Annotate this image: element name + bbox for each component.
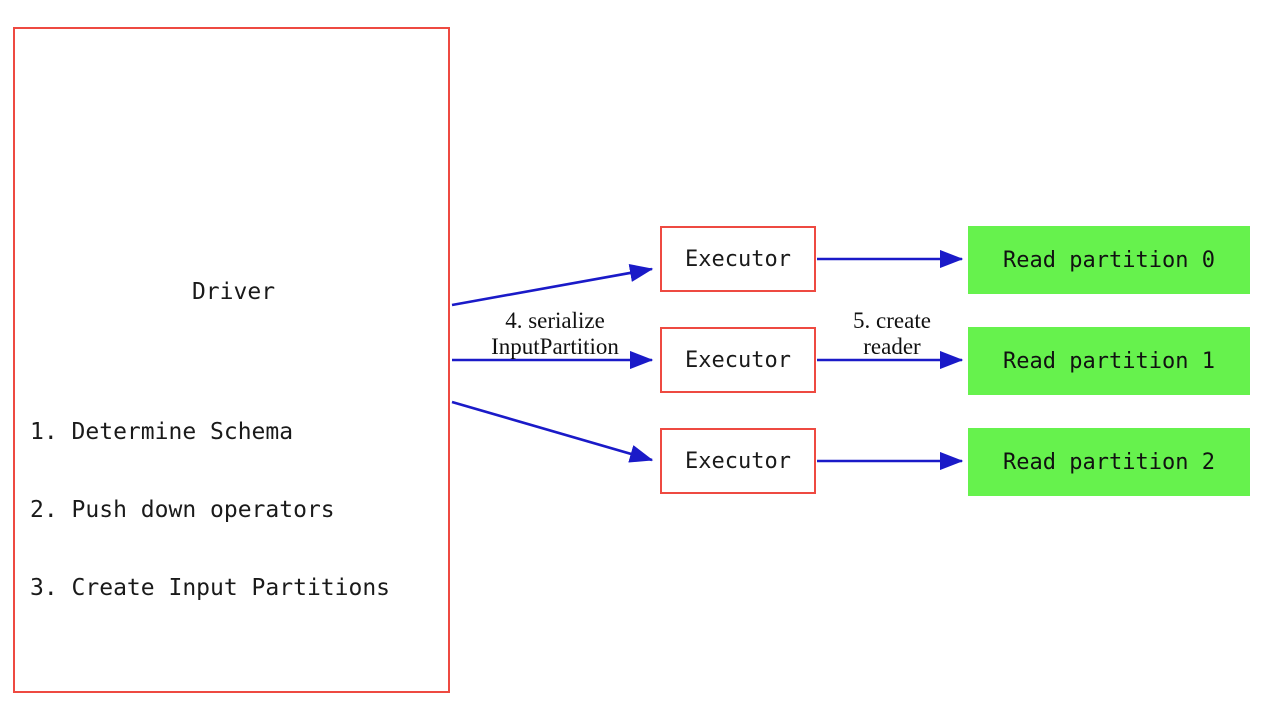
driver-step-2: 2. Push down operators (30, 497, 335, 523)
edge-label-serialize-line-2: InputPartition (491, 334, 619, 359)
edge-label-serialize: 4. serialize InputPartition (460, 308, 650, 360)
executor-label-0: Executor (685, 246, 791, 272)
partition-box-0[interactable]: Read partition 0 (968, 226, 1250, 294)
arrow-driver-to-executor-0 (451, 263, 654, 307)
executor-box-2[interactable]: Executor (660, 428, 816, 494)
edge-label-create-reader-line-2: reader (863, 334, 921, 359)
partition-box-1[interactable]: Read partition 1 (968, 327, 1250, 395)
partition-label-2: Read partition 2 (1003, 449, 1215, 475)
executor-box-1[interactable]: Executor (660, 327, 816, 393)
partition-label-0: Read partition 0 (1003, 247, 1215, 273)
driver-title: Driver (191, 279, 276, 305)
arrow-driver-to-executor-2 (451, 400, 654, 463)
edge-label-create-reader: 5. create reader (832, 308, 952, 360)
driver-box[interactable]: Driver 1. Determine Schema 2. Push down … (13, 27, 450, 693)
executor-box-0[interactable]: Executor (660, 226, 816, 292)
partition-label-1: Read partition 1 (1003, 348, 1215, 374)
partition-box-2[interactable]: Read partition 2 (968, 428, 1250, 496)
executor-label-2: Executor (685, 448, 791, 474)
driver-step-3: 3. Create Input Partitions (30, 575, 391, 601)
driver-step-1: 1. Determine Schema (30, 419, 294, 445)
driver-steps-list: 1. Determine Schema 2. Push down operato… (30, 367, 450, 653)
executor-label-1: Executor (685, 347, 791, 373)
edge-label-serialize-line-1: 4. serialize (505, 308, 605, 333)
edge-label-create-reader-line-1: 5. create (853, 308, 931, 333)
